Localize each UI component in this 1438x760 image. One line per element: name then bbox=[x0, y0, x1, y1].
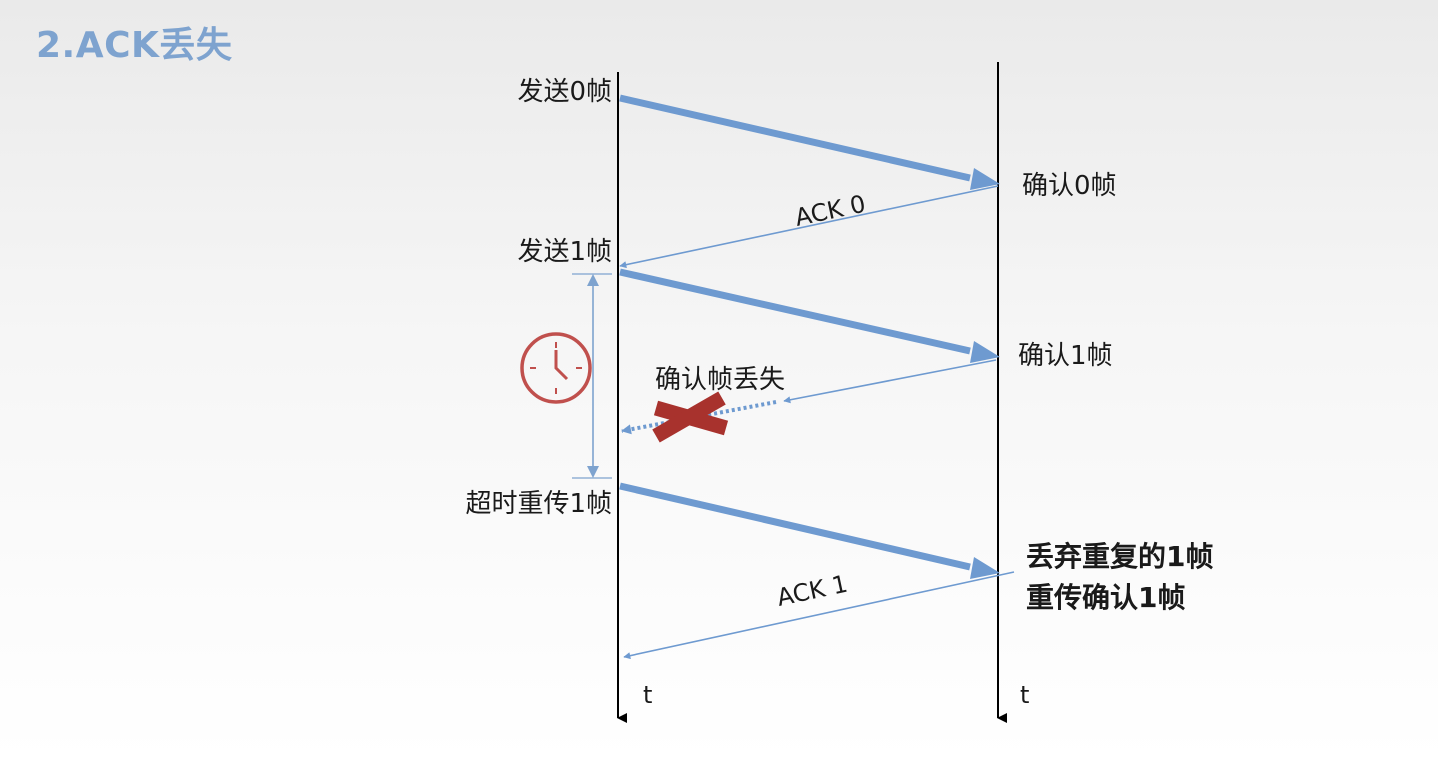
confirm-frame1-label: 确认1帧 bbox=[1018, 341, 1113, 371]
send-frame0-label: 发送0帧 bbox=[517, 77, 612, 107]
ack0-arrow bbox=[619, 185, 999, 269]
ack-lost-label: 确认帧丢失 bbox=[655, 365, 785, 395]
timeout-resend-label: 超时重传1帧 bbox=[465, 489, 612, 519]
ack0-label: ACK 0 bbox=[792, 190, 868, 232]
send-frame1-label: 发送1帧 bbox=[517, 237, 612, 267]
frame1-arrow bbox=[619, 268, 1000, 363]
timeout-interval bbox=[572, 273, 612, 479]
ack1-solid-arrow bbox=[783, 359, 997, 404]
sender-time-label: t bbox=[643, 681, 652, 709]
slide-title: 2.ACK丢失 bbox=[36, 25, 233, 66]
retransmit-frame1-arrow bbox=[619, 482, 1000, 579]
resend-ack-label: 重传确认1帧 bbox=[1026, 581, 1185, 614]
frame0-arrow bbox=[619, 94, 1000, 190]
confirm-frame0-label: 确认0帧 bbox=[1022, 171, 1117, 201]
cross-icon bbox=[652, 391, 729, 443]
clock-icon bbox=[520, 332, 592, 404]
receiver-time-label: t bbox=[1020, 681, 1029, 709]
ack1-label: ACK 1 bbox=[774, 570, 850, 612]
final-ack1-arrow bbox=[623, 571, 1015, 660]
discard-duplicate-label: 丢弃重复的1帧 bbox=[1026, 540, 1213, 573]
